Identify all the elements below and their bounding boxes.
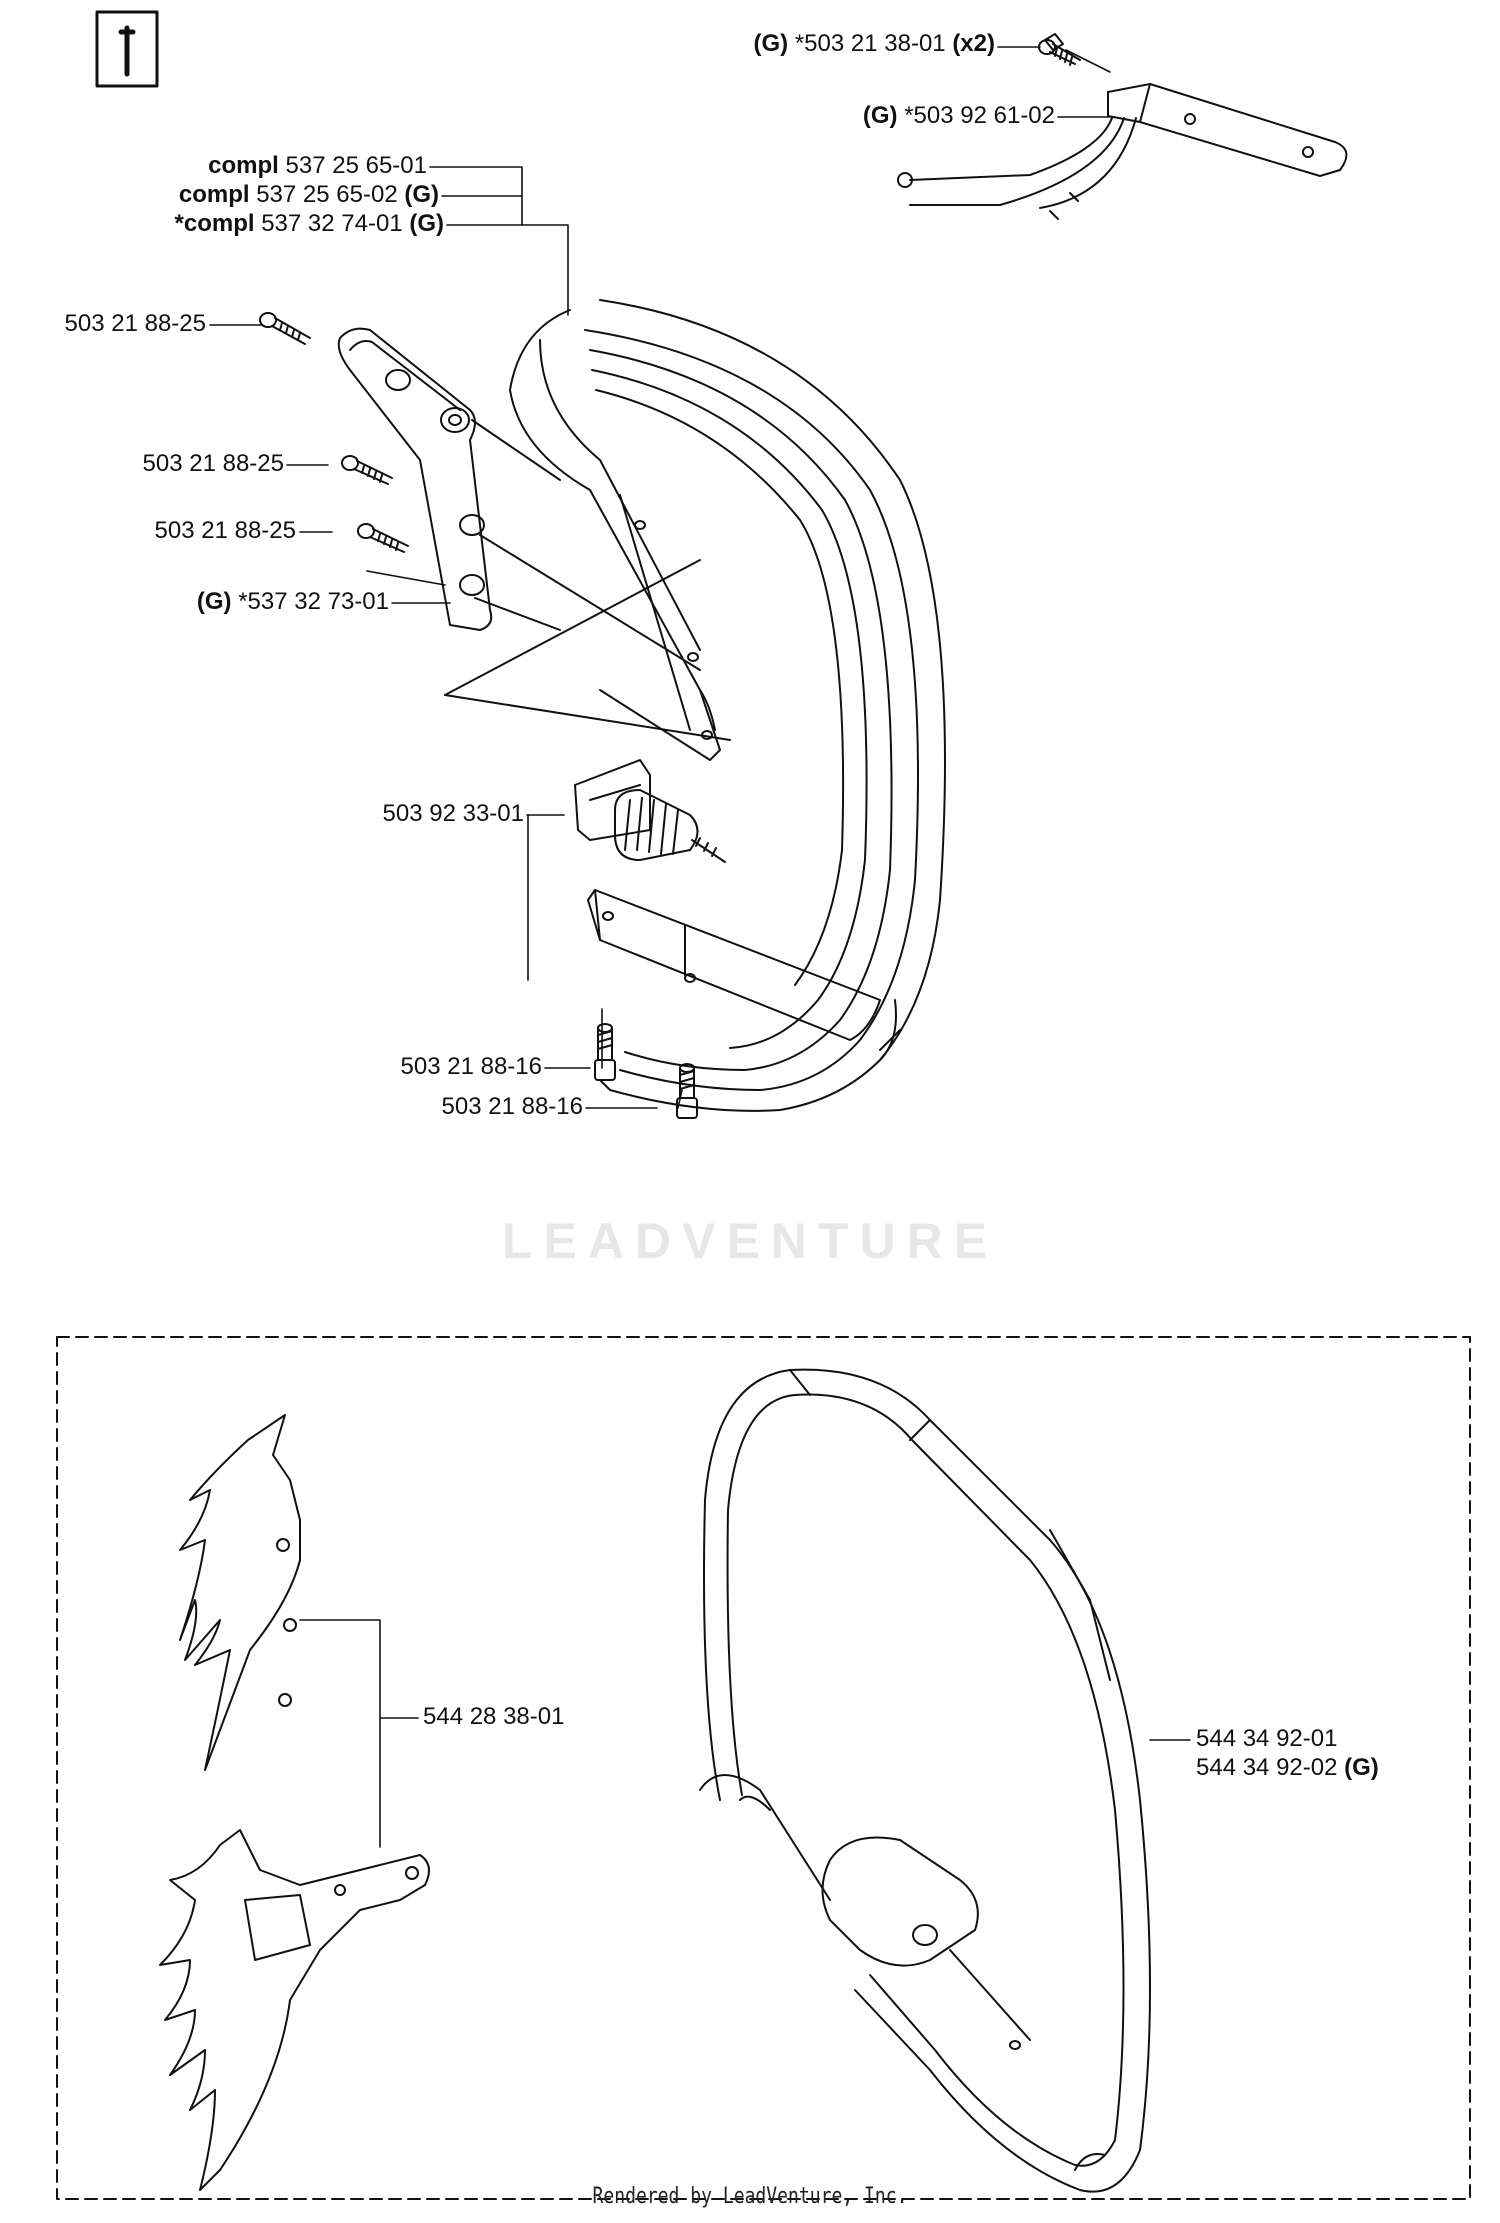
callout-compl-3[interactable]: *compl 537 32 74-01 (G) [174, 210, 444, 237]
spike-drawing-bottom [159, 1829, 430, 2191]
callout-compl-2[interactable]: compl 537 25 65-02 (G) [178, 181, 439, 208]
lower-bar-drawing [587, 889, 881, 1041]
leader-lines-lower [299, 1619, 1191, 1848]
bracket-drawing [337, 327, 731, 741]
callout-screw-top-right[interactable]: (G) *503 21 38-01 (x2) [753, 30, 995, 57]
watermark: LEADVENTURE [501, 1213, 999, 1269]
heating-element-drawing [897, 33, 1348, 220]
callout-handle-1[interactable]: 544 34 92-01 [1196, 1725, 1338, 1752]
callout-screw-bottom-2[interactable]: 503 21 88-16 [441, 1093, 583, 1120]
callout-compl-1[interactable]: compl 537 25 65-01 [208, 152, 427, 179]
front-handle-top-drawing [509, 299, 946, 1112]
screws-left [259, 312, 409, 553]
callout-screw-bottom-1[interactable]: 503 21 88-16 [400, 1053, 542, 1080]
screw-top-right [1038, 39, 1081, 66]
alternative-parts-box [56, 1336, 1471, 2200]
damper-drawing [574, 759, 726, 863]
screws-bottom [594, 1023, 698, 1119]
callout-bracket[interactable]: (G) *537 32 73-01 [196, 588, 389, 615]
callout-handle-2[interactable]: 544 34 92-02 (G) [1196, 1754, 1379, 1781]
callout-screw-1[interactable]: 503 21 88-25 [64, 310, 206, 337]
callout-screw-3[interactable]: 503 21 88-25 [154, 517, 296, 544]
callout-screw-2[interactable]: 503 21 88-25 [142, 450, 284, 477]
callout-heating-element[interactable]: (G) *503 92 61-02 [862, 102, 1055, 129]
spike-drawing-top [179, 1414, 301, 1771]
callout-damper[interactable]: 503 92 33-01 [382, 800, 524, 827]
footer-credit: Rendered by LeadVenture, Inc. [592, 2184, 908, 2209]
alt-handle-drawing [699, 1368, 1151, 2193]
leader-lines [209, 46, 1111, 1109]
wrench-icon [95, 10, 159, 88]
callout-spike[interactable]: 544 28 38-01 [423, 1703, 565, 1730]
